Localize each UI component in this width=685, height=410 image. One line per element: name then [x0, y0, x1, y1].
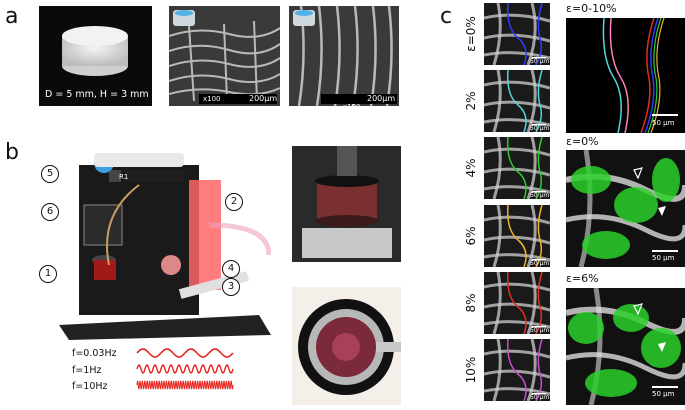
sem2-magnification: x100 [343, 103, 361, 106]
chamber-side-photo [292, 146, 401, 262]
fiber-trace-0 [506, 3, 527, 65]
fiber-trace-4 [506, 271, 527, 334]
fluorescence-image-1: 50 µm [566, 288, 685, 405]
panel-label-c: c [440, 4, 453, 29]
fiber-trace-b-3 [535, 204, 543, 267]
callout-3: 3 [222, 278, 240, 296]
fiber-trace-b-4 [535, 271, 543, 334]
strain-image-5: 50 µm [484, 339, 550, 401]
freq-label-2: f=1Hz [72, 365, 102, 376]
freq-label-3: f=10Hz [72, 381, 108, 392]
fiber-trace-3 [506, 204, 527, 267]
fluo-title-1: ε=6% [566, 272, 599, 285]
sem1-magnification: x100 [203, 95, 221, 103]
overlay-scale: 50 µm [652, 119, 675, 127]
callout-5: 5 [41, 165, 59, 183]
fiber-trace-5 [506, 339, 527, 401]
fiber-trace-b-0 [535, 3, 543, 65]
strain-label-5: 10% [464, 356, 478, 384]
strain-scale-0: 50 µm [530, 58, 550, 65]
strain-image-0: 50 µm [484, 3, 550, 65]
fiber-trace-b-5 [535, 339, 543, 401]
strain-label-3: 6% [464, 226, 478, 246]
strain-label-2: 4% [464, 158, 478, 178]
strain-scale-1: 50 µm [530, 125, 550, 133]
sample-photo: D = 5 mm, H = 3 mm [39, 6, 152, 106]
strain-image-1: 50 µm [484, 70, 550, 133]
strain-image-3: 50 µm [484, 204, 550, 267]
chamber-top-photo [292, 287, 401, 405]
bioreactor-photo: 5 6 2 4 1 3 R1 [39, 145, 271, 340]
sem-image-2: x100 200µm [289, 6, 399, 106]
wave-1hz [136, 364, 234, 374]
strain-image-2: 50 µm [484, 137, 550, 200]
strain-scale-5: 50 µm [530, 394, 550, 401]
strain-scale-3: 50 µm [530, 259, 550, 267]
overlay-title: ε=0-10% [566, 2, 617, 15]
sem-image-1: x100 200µm [169, 6, 280, 106]
fiber-trace-1 [506, 70, 527, 133]
device-label: R1 [119, 173, 129, 181]
callout-2: 2 [225, 193, 243, 211]
fluo-scale-1: 50 µm [652, 390, 675, 398]
panel-label-b: b [5, 140, 19, 165]
strain-image-4: 50 µm [484, 271, 550, 334]
sem1-scale-label: 200µm [249, 94, 278, 103]
wave-10hz [136, 380, 234, 390]
strain-label-4: 8% [464, 293, 478, 313]
fiber-trace-b-2 [535, 137, 543, 200]
callout-6: 6 [41, 203, 59, 221]
strain-label-0: ε=0% [464, 16, 478, 52]
callout-4: 4 [222, 260, 240, 278]
fiber-trace-2 [506, 137, 527, 200]
fiber-trace-b-1 [535, 70, 543, 133]
fluorescence-image-0: 50 µm [566, 150, 685, 267]
freq-label-1: f=0.03Hz [72, 348, 117, 359]
fluo-scale-0: 50 µm [652, 254, 675, 262]
overlay-image: 50 µm [566, 18, 685, 133]
callout-1: 1 [39, 265, 57, 283]
fluo-title-0: ε=0% [566, 135, 599, 148]
sem2-scale-label: 200µm [367, 94, 396, 103]
sample-caption: D = 5 mm, H = 3 mm [45, 89, 149, 100]
panel-label-a: a [5, 4, 19, 29]
strain-scale-4: 50 µm [530, 326, 550, 334]
strain-label-1: 2% [464, 91, 478, 111]
strain-scale-2: 50 µm [530, 192, 550, 200]
waveform-graphic [136, 348, 234, 390]
wave-0.03hz [136, 348, 234, 358]
